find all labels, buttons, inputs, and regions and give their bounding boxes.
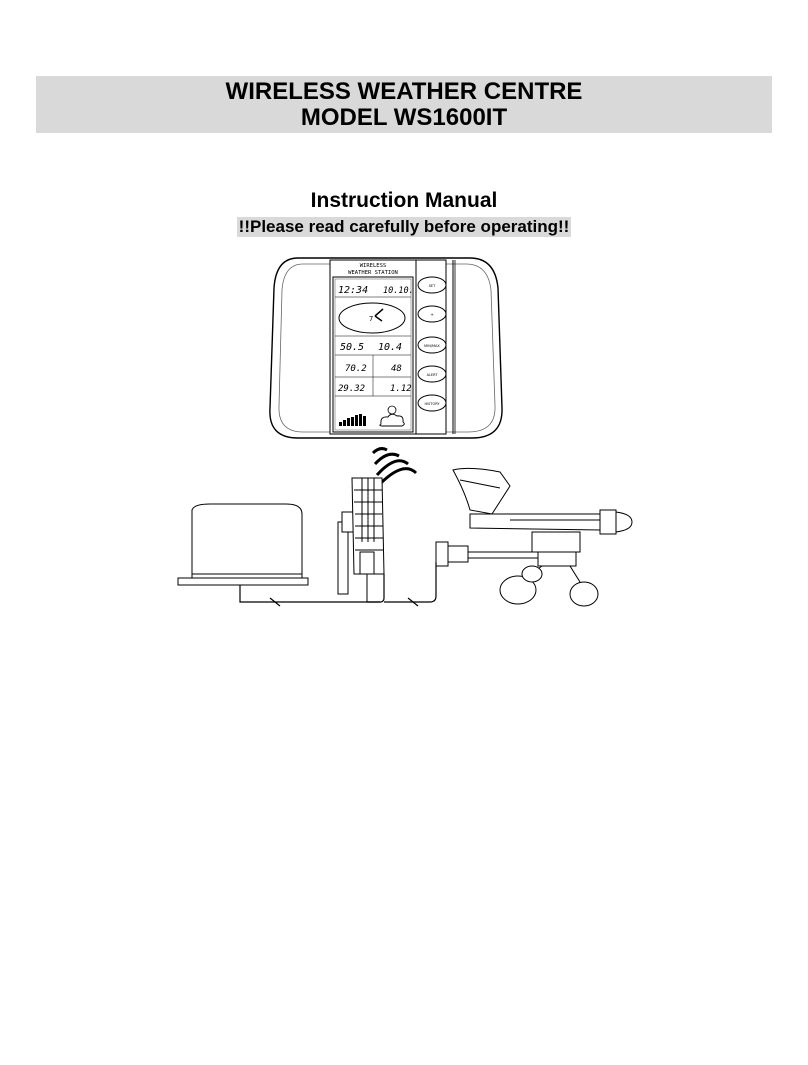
lcd-time: 12:34 [338,285,368,296]
lcd-humidity: 48 [391,364,402,374]
button-label-plus: + [430,312,433,317]
station-brand-line2: WEATHER STATION [348,270,398,276]
lcd-wind-gust: 10.4 [378,342,402,353]
button-label-minmax: MIN/MAX [424,344,440,348]
title-banner: WIRELESS WEATHER CENTRE MODEL WS1600IT [36,76,772,133]
warning-text: !!Please read carefully before operating… [236,217,572,237]
wireless-signal-icon [371,447,418,488]
product-drawing: WIRELESS WEATHER STATION 12:34 10.10. 7 … [177,257,633,607]
lcd-pressure: 29.32 [338,384,365,394]
document-title-line1: WIRELESS WEATHER CENTRE [225,78,583,105]
lcd-wind-direction: 7 [369,315,373,323]
lcd-outdoor-temp: 70.2 [345,364,367,374]
rain-gauge [177,503,309,586]
product-illustration: WIRELESS WEATHER STATION 12:34 10.10. 7 … [170,252,640,612]
document-subtitle: Instruction Manual [310,189,498,212]
button-label-alert: ALERT [427,373,439,377]
thermo-hygro-sensor [337,477,385,602]
weather-station-unit [269,257,503,439]
button-label-set: SET [429,284,436,288]
lcd-wind-speed: 50.5 [340,342,364,353]
document-title-line2: MODEL WS1600IT [300,104,508,131]
warning-wrapper: !!Please read carefully before operating… [0,217,808,237]
station-brand-line1: WIRELESS [360,263,387,269]
button-label-history: HISTORY [424,402,440,406]
lcd-rainfall: 1.12 [390,384,412,394]
wind-sensor [435,467,633,607]
lcd-date: 10.10. [383,286,414,296]
sensor-cables [239,562,437,607]
